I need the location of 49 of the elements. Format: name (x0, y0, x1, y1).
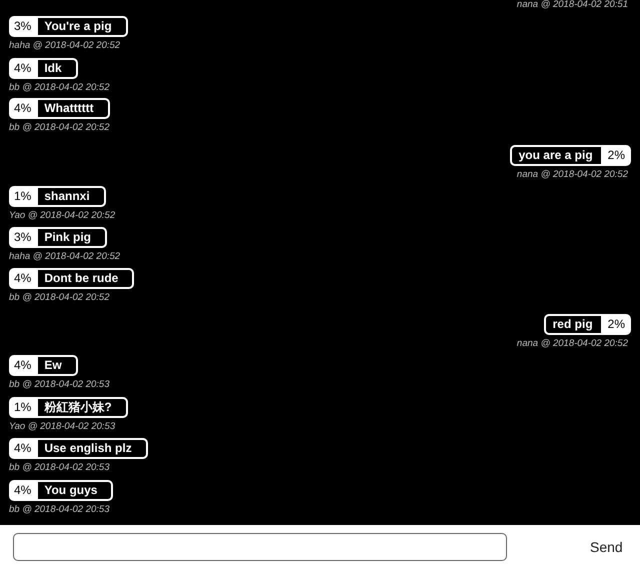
message-text: Whatttttt (43, 100, 95, 117)
percentage-label: 2% (600, 316, 629, 333)
message-text: You're a pig (43, 18, 113, 35)
percentage-label: 3% (11, 229, 38, 246)
timestamp-label: bb @ 2018-04-02 20:53 (9, 379, 110, 390)
percentage-label: 4% (11, 100, 38, 117)
percentage-label: 4% (11, 60, 38, 77)
timestamp-label: haha @ 2018-04-02 20:52 (9, 40, 120, 51)
percentage-label: 4% (11, 270, 38, 287)
percentage-label: 1% (11, 399, 38, 416)
chat-bubble (544, 314, 631, 335)
chat-bubble (9, 227, 108, 248)
message-text: Pink pig (43, 229, 92, 246)
percentage-label: 4% (11, 440, 38, 457)
message-text: 粉紅猪小妹? (43, 399, 113, 416)
percentage-label: 1% (11, 188, 38, 205)
timestamp-label: Yao @ 2018-04-02 20:53 (9, 421, 116, 432)
message-text: Idk (43, 60, 63, 77)
timestamp-label: bb @ 2018-04-02 20:53 (9, 462, 110, 473)
chat-bubble (9, 16, 128, 37)
percentage-label: 4% (11, 357, 38, 374)
chat-bubble (9, 480, 114, 501)
percentage-label: 2% (600, 147, 629, 164)
chat-bubble (510, 145, 631, 166)
percentage-label: 3% (11, 18, 38, 35)
message-text: red pig (552, 316, 594, 333)
chat-bubble (9, 98, 110, 119)
timestamp-label: haha @ 2018-04-02 20:52 (9, 251, 120, 262)
timestamp-label: bb @ 2018-04-02 20:52 (9, 82, 110, 93)
message-text: Dont be rude (43, 270, 120, 287)
chat-bubble (9, 268, 134, 289)
chat-bubble (9, 438, 148, 459)
timestamp-label: nana @ 2018-04-02 20:52 (516, 169, 628, 180)
chat-bubble (9, 397, 128, 418)
timestamp-label: bb @ 2018-04-02 20:53 (9, 504, 110, 515)
message-text: Ew (43, 357, 63, 374)
timestamp-label: bb @ 2018-04-02 20:52 (9, 122, 110, 133)
chat-bubble (9, 58, 78, 79)
message-text: you are a pig (518, 147, 594, 164)
chat-bubble (9, 355, 78, 376)
timestamp-label: bb @ 2018-04-02 20:52 (9, 292, 110, 303)
message-text: Use english plz (43, 440, 133, 457)
timestamp-label: Yao @ 2018-04-02 20:52 (9, 210, 116, 221)
message-text: shannxi (43, 188, 91, 205)
timestamp-label: nana @ 2018-04-02 20:51 (516, 0, 628, 10)
chat-bubble (9, 186, 106, 207)
percentage-label: 4% (11, 482, 38, 499)
timestamp-label: nana @ 2018-04-02 20:52 (516, 338, 628, 349)
message-text: You guys (43, 482, 98, 499)
